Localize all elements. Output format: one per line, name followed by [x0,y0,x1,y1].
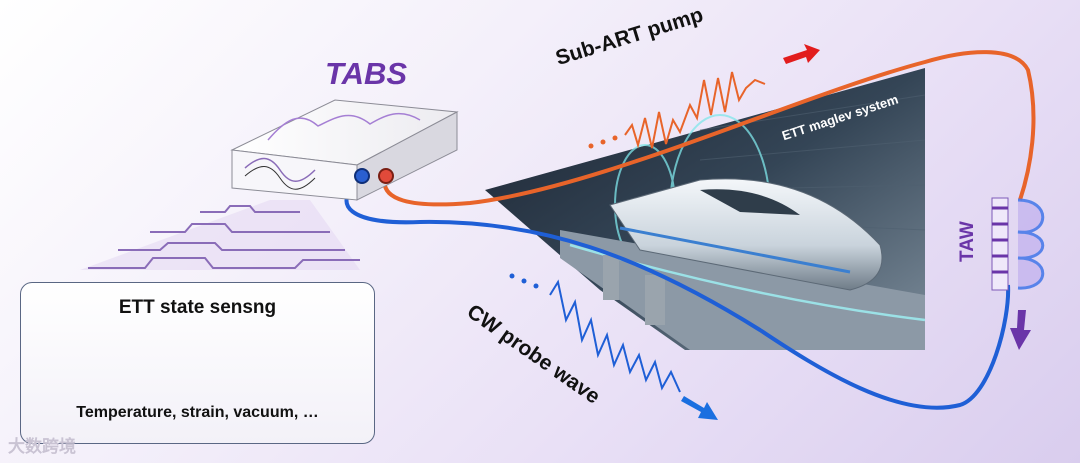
tabs-display-waves [267,112,421,141]
front-panel-wave-2 [244,166,316,190]
probe-fiber [344,178,1011,410]
pump-port [378,168,394,184]
pulse-traces [88,205,360,269]
probe-port [354,168,370,184]
pump-wave [588,71,766,149]
tabs-box-front [231,149,358,201]
probe-wave [509,273,681,393]
maglev-train [609,178,883,291]
taw-direction-arrow [1010,310,1031,350]
pump-direction-arrow [783,44,820,64]
front-panel-wave [244,157,316,182]
taw-wave [991,197,1045,291]
watermark-text: 大数跨境 [8,437,76,456]
probe-direction-arrow [681,396,718,420]
sensing-panel: ETT state sensng Temperature, strain, va… [20,282,375,444]
projection-fan [80,200,360,270]
sensing-title: ETT state sensng [118,297,277,318]
sensing-parameters: Temperature, strain, vacuum, … [76,404,319,421]
train-windshield [700,189,800,215]
train-stripe [619,226,851,274]
tabs-title: TABS [325,56,408,91]
pump-fiber [382,50,1036,207]
taw-label: TAW [957,221,978,262]
track-pillars [603,255,665,325]
